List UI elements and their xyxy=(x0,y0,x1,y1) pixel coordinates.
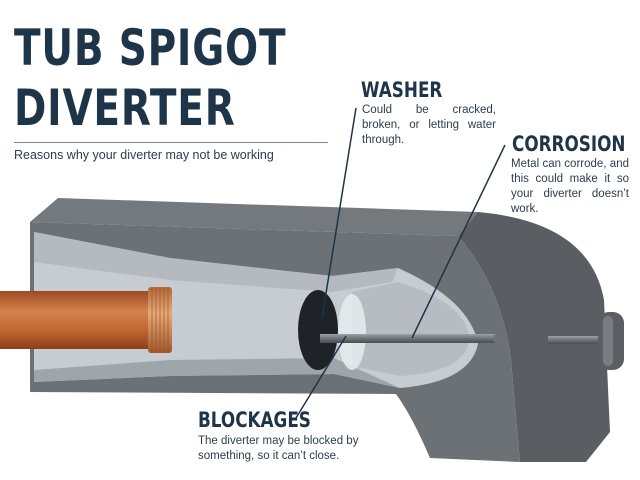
blockages-description: The diverter may be blocked by something… xyxy=(198,435,359,462)
rod-tip xyxy=(494,334,504,343)
spigot-end-face xyxy=(458,212,610,462)
corrosion-pointer xyxy=(411,144,506,339)
spigot-top-face xyxy=(30,198,478,236)
corrosion-heading: CORROSION xyxy=(512,132,626,156)
corrosion-description: Metal can corrode, and this could make i… xyxy=(511,158,629,215)
blockages-pointer xyxy=(295,335,347,419)
subtitle: Reasons why your diverter may not be wor… xyxy=(14,148,274,162)
knob-highlight xyxy=(603,316,613,366)
copper-pipe xyxy=(0,291,168,349)
pull-rod xyxy=(548,336,604,344)
washer-pointer xyxy=(321,107,357,319)
page-title: TUB SPIGOT DIVERTER xyxy=(14,18,286,138)
spigot-interior-bottom xyxy=(34,358,400,388)
blockages-heading: BLOCKAGES xyxy=(198,408,311,432)
title-line-1: TUB SPIGOT xyxy=(14,19,287,77)
gasket-ring xyxy=(338,294,366,370)
spigot-interior-top xyxy=(34,232,398,292)
title-divider xyxy=(14,142,328,143)
washer-description: Could be cracked, broken, or letting wat… xyxy=(362,104,496,146)
washer-disc xyxy=(298,290,338,370)
washer-heading: WASHER xyxy=(361,78,443,102)
nozzle-chamber xyxy=(352,282,470,376)
title-line-2: DIVERTER xyxy=(14,79,236,137)
thread-lines xyxy=(151,288,169,352)
diverter-rod xyxy=(320,334,496,343)
